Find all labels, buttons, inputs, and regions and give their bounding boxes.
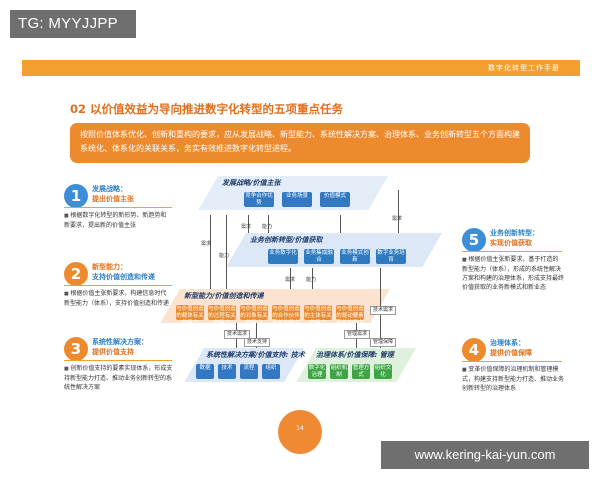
strategy-chip: 竞争合作优势 bbox=[244, 192, 274, 207]
tag-demand: 需求 bbox=[201, 241, 212, 247]
task-3-sub: 提供价值支持 bbox=[92, 348, 134, 356]
task-5-number: 5 bbox=[462, 228, 486, 252]
solution-chip: 数据 bbox=[196, 364, 214, 379]
tag-tech-support: 技术支持 bbox=[244, 338, 271, 347]
task-3-body: 创新价值支持的要素实现体系，形成支持新型能力打造、推动业务创新转型的系统性解决方… bbox=[64, 364, 176, 392]
task-4-number: 4 bbox=[462, 338, 486, 362]
capability-chip: 与价值创造的主体有关的能力 bbox=[304, 305, 332, 326]
connector-line bbox=[290, 268, 291, 289]
task-2-head: 新型能力： bbox=[92, 263, 127, 271]
task-3-divider bbox=[64, 360, 172, 361]
business-chip: 数字业务培育 bbox=[376, 249, 406, 264]
task-5-head: 业务创新转型： bbox=[490, 229, 539, 237]
task-5-sub: 实现价值获取 bbox=[490, 239, 532, 247]
task-4-divider bbox=[462, 361, 562, 362]
tag-demand: 需求 bbox=[392, 216, 403, 222]
task-2-number: 2 bbox=[64, 262, 88, 286]
task-3-head: 系统性解决方案： bbox=[92, 338, 148, 346]
connector-line bbox=[248, 215, 249, 233]
capability-chip: 与价值创造的驱动要素有关的能力 bbox=[336, 305, 364, 326]
governance-chip: 数字化治理 bbox=[308, 364, 326, 379]
solution-chip: 技术 bbox=[218, 364, 236, 379]
task-1-head: 发展战略： bbox=[92, 185, 127, 193]
task-4-head: 治理体系： bbox=[490, 339, 525, 347]
capability-chip: 与价值创造的过程有关的能力 bbox=[208, 305, 236, 326]
task-2-body: 根据价值主张新要求，构建信息时代新型能力（体系），支持价值创造和传递 bbox=[64, 289, 172, 308]
connector-line bbox=[340, 215, 341, 233]
tag-demand: 需求 bbox=[241, 224, 252, 230]
watermark-top-left: TG: MYYJJPP bbox=[10, 10, 136, 38]
tag-org-demand: 管理需求 bbox=[344, 330, 371, 339]
task-2-sub: 支持价值创造和传递 bbox=[92, 273, 155, 281]
capability-label: 新型能力/价值创造和传递 bbox=[184, 292, 264, 300]
section-intro: 按照价值体系优化、创新和重构的要求，应从发展战略、新型能力、系统性解决方案、治理… bbox=[70, 123, 530, 163]
task-5-divider bbox=[462, 251, 562, 252]
solution-chip: 组织 bbox=[262, 364, 280, 379]
task-1-divider bbox=[64, 207, 172, 208]
connector-line bbox=[268, 215, 269, 233]
solution-label: 系统性解决方案/价值支持: 技术 bbox=[206, 351, 305, 359]
tag-capability: 能力 bbox=[262, 224, 273, 230]
capability-chip: 与价值创造的合作伙伴有关的能力 bbox=[272, 305, 300, 326]
connector-line bbox=[312, 268, 313, 289]
watermark-bottom-right: www.kering-kai-yun.com bbox=[381, 441, 589, 469]
page-number: 14 bbox=[278, 410, 322, 454]
strategy-chip: 业务场景 bbox=[282, 192, 312, 207]
task-2-divider bbox=[64, 285, 172, 286]
tag-demand: 需求 bbox=[285, 277, 296, 283]
tag-tech-demand: 技术需求 bbox=[370, 306, 397, 315]
tag-tech-demand: 技术需求 bbox=[224, 330, 251, 339]
strategy-chip: 价值模式 bbox=[320, 192, 350, 207]
business-chip: 业务集成融合 bbox=[304, 249, 334, 264]
task-4-body: 变革价值保障的治理机制和管理模式，构建支持新型能力打造、推动业务创新转型的治理体… bbox=[462, 365, 564, 393]
governance-chip: 管理方式 bbox=[352, 364, 370, 379]
header-band-title: 数字化转型工作手册 bbox=[488, 64, 560, 72]
governance-label: 治理体系/价值保障: 管理 bbox=[316, 351, 394, 359]
task-1-body: 根据数字化转型的新形势、新趋势和新要求，提出新的价值主张 bbox=[64, 211, 172, 230]
tag-mgmt-support: 管理保障 bbox=[370, 338, 397, 347]
connector-line bbox=[210, 215, 211, 289]
capability-chip: 与价值创造的载体有关的能力 bbox=[176, 305, 204, 326]
tag-capability: 能力 bbox=[306, 277, 317, 283]
task-1-number: 1 bbox=[64, 184, 88, 208]
business-chip: 业务数字化 bbox=[268, 249, 298, 264]
business-chip: 业务模式创新 bbox=[340, 249, 370, 264]
connector-line bbox=[398, 190, 399, 233]
strategy-label: 发展战略/价值主张 bbox=[222, 179, 281, 187]
governance-chip: 组织文化 bbox=[374, 364, 392, 379]
capability-chip: 与价值创造的对象有关的能力 bbox=[240, 305, 268, 326]
connector-line bbox=[226, 215, 227, 289]
business-label: 业务创新转型/价值获取 bbox=[250, 236, 323, 244]
task-3-number: 3 bbox=[64, 337, 88, 361]
governance-chip: 组织机制 bbox=[330, 364, 348, 379]
connector-line bbox=[256, 323, 257, 348]
task-1-sub: 提出价值主张 bbox=[92, 195, 134, 203]
section-title: 02 以价值效益为导向推进数字化转型的五项重点任务 bbox=[70, 102, 344, 116]
solution-chip: 流程 bbox=[240, 364, 258, 379]
task-4-sub: 提供价值保障 bbox=[490, 349, 532, 357]
tag-capability: 能力 bbox=[219, 253, 230, 259]
header-band bbox=[22, 60, 580, 76]
task-5-body: 根据价值主张新要求，基于打造的新型能力（体系），形成的系统性解决方案和构建的治理… bbox=[462, 255, 564, 292]
